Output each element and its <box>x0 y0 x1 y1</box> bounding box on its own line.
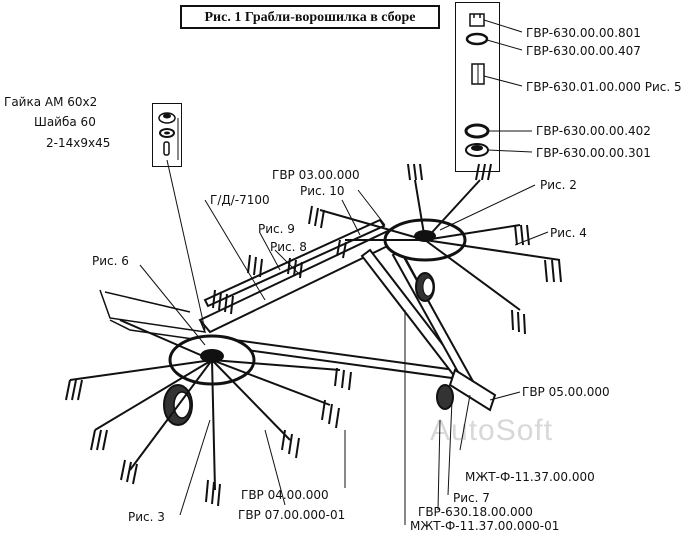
label-washer: Шайба 60 <box>34 115 96 129</box>
hardware-card-left <box>152 103 182 167</box>
callout-fig7: Рис. 7 <box>453 491 490 505</box>
label-pin: 2-14х9х45 <box>46 136 111 150</box>
ring-icon <box>464 123 490 139</box>
callout-fig9: Рис. 9 <box>258 222 295 236</box>
callout-gvr18: ГВР-630.18.00.000 <box>418 505 533 519</box>
title-frame: Рис. 1 Грабли-ворошилка в сборе <box>180 5 440 29</box>
pin-icon <box>163 141 170 156</box>
callout-fig4: Рис. 4 <box>550 226 587 240</box>
label-part-402: ГВР-630.00.00.402 <box>536 124 651 138</box>
callout-fig6: Рис. 6 <box>92 254 129 268</box>
left-rotor <box>65 319 352 507</box>
hardware-leaders <box>483 19 533 153</box>
label-part-801: ГВР-630.00.00.801 <box>526 26 641 40</box>
tine-cluster <box>212 254 303 315</box>
nut-icon <box>158 112 176 124</box>
right-wheel <box>415 272 435 302</box>
callout-fig2: Рис. 2 <box>540 178 577 192</box>
bearing-icon <box>465 143 489 157</box>
bushing-icon <box>471 63 485 85</box>
callout-gvr07: ГВР 07.00.000-01 <box>238 508 346 522</box>
label-part-01: ГВР-630.01.00.000 Рис. 5 <box>526 80 682 94</box>
page-title: Рис. 1 Грабли-ворошилка в сборе <box>204 10 416 25</box>
drawbar <box>391 248 497 412</box>
center-wheel <box>436 384 454 410</box>
hitch-frame <box>99 289 207 341</box>
callout-fig3: Рис. 3 <box>128 510 165 524</box>
callout-mzht1: МЖТ-Ф-11.37.00.000 <box>465 470 595 484</box>
callout-fig10: Рис. 10 <box>300 184 345 198</box>
castle-nut-icon <box>469 13 485 27</box>
label-part-407: ГВР-630.00.00.407 <box>526 44 641 58</box>
label-part-301: ГВР-630.00.00.301 <box>536 146 651 160</box>
callout-fig8: Рис. 8 <box>270 240 307 254</box>
label-nut: Гайка АМ 60х2 <box>4 95 98 109</box>
callout-mzht2: МЖТ-Ф-11.37.00.000-01 <box>410 519 560 533</box>
callout-gvr04: ГВР 04.00.000 <box>241 488 329 502</box>
callout-gd7100: Г/Д/-7100 <box>210 193 270 207</box>
washer-icon <box>465 32 489 46</box>
callout-gvr03: ГВР 03.00.000 <box>272 168 360 182</box>
right-rotor <box>308 163 562 335</box>
washer-icon <box>159 128 175 138</box>
callout-gvr05: ГВР 05.00.000 <box>522 385 610 399</box>
callout-leaders <box>139 118 549 525</box>
